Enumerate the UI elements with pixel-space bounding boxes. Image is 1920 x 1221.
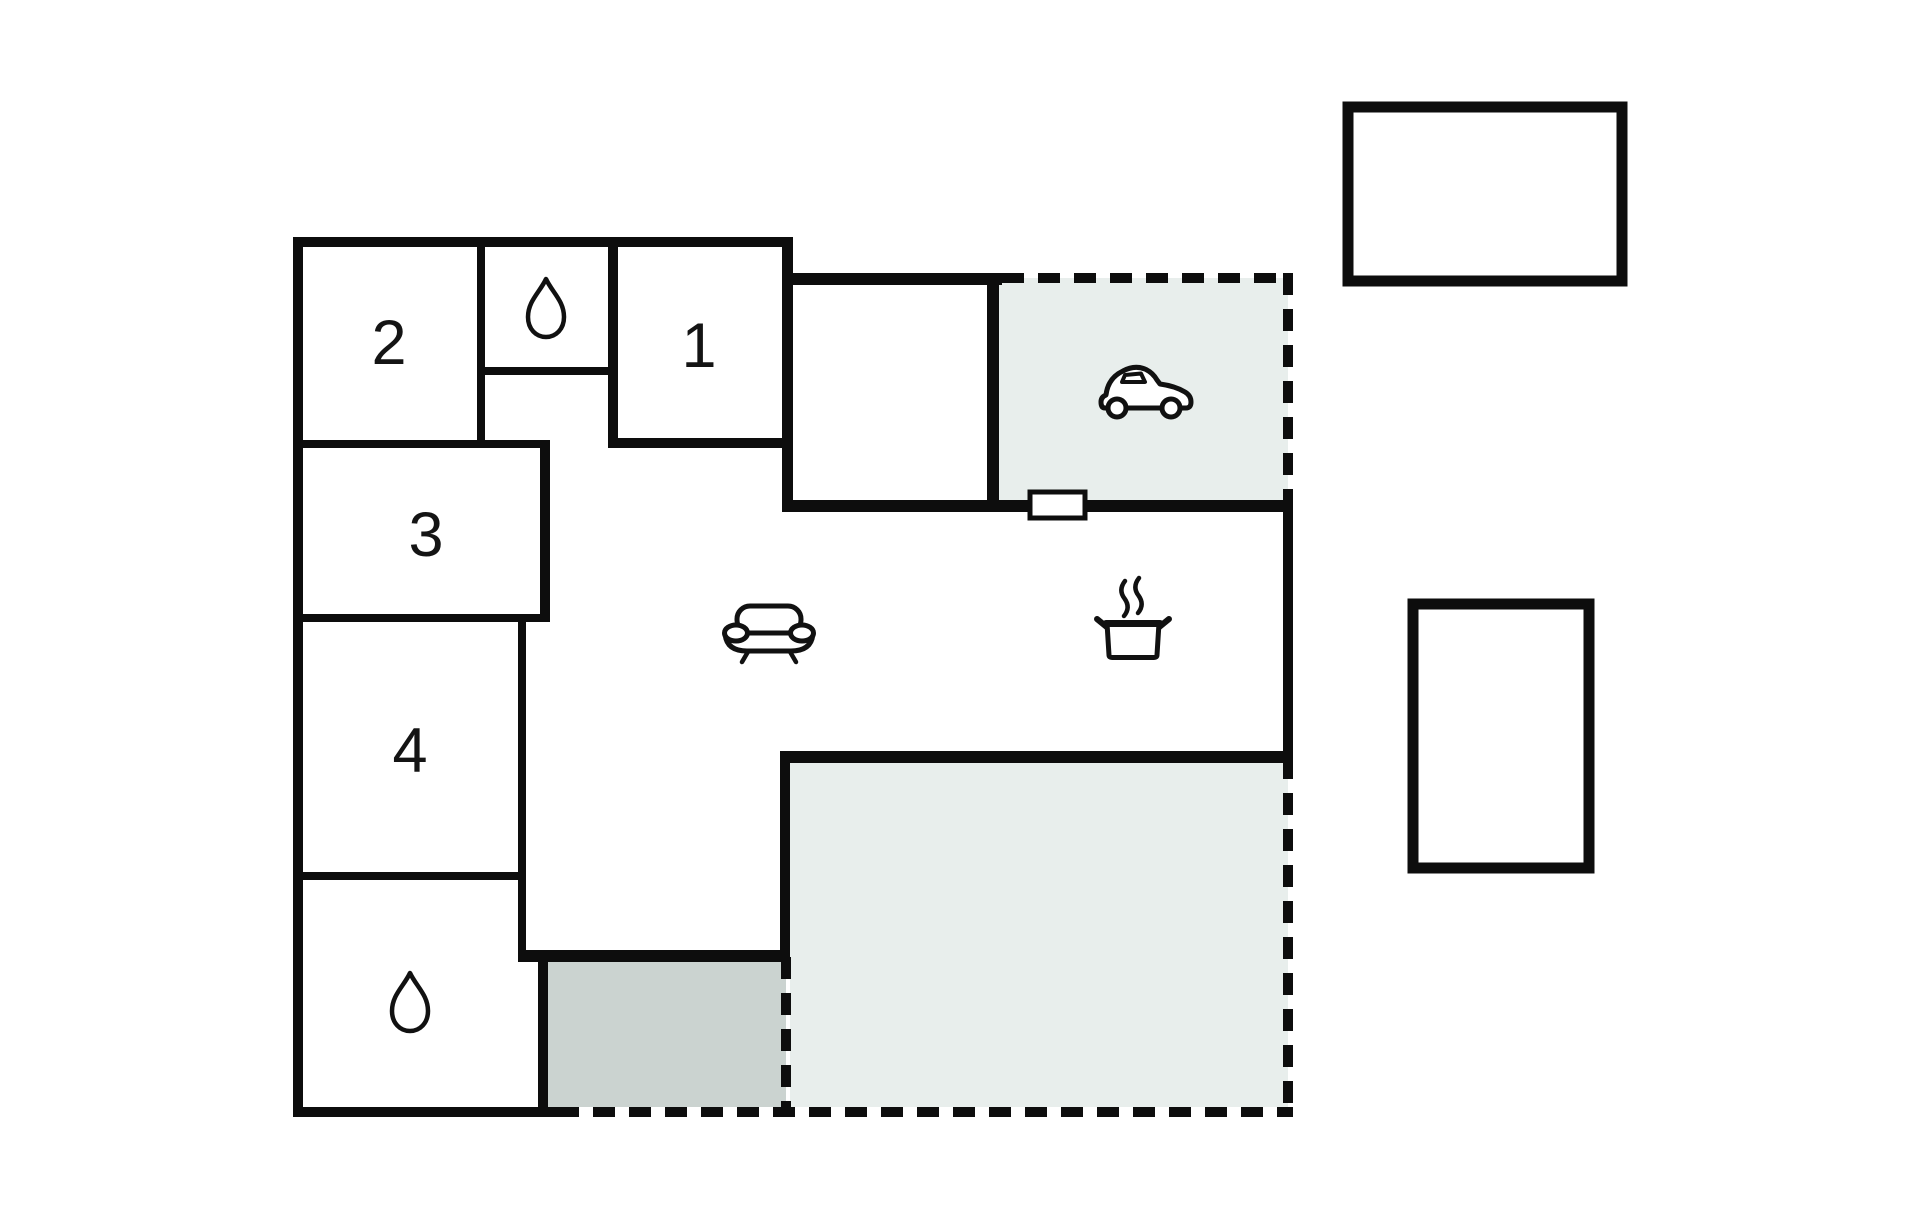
- water-drop-icon: [389, 970, 431, 1034]
- sofa-armrest: [788, 622, 816, 644]
- wall-carport-left: [987, 277, 999, 512]
- water-drop-shape: [525, 276, 567, 340]
- dashed-boundaries: [557, 273, 1293, 1117]
- door-threshold: [1027, 489, 1088, 521]
- room-3-label: 3: [408, 500, 443, 570]
- wall-kitchen-right: [1283, 500, 1293, 763]
- car-window: [1120, 371, 1147, 384]
- wall-kitchen-bottom: [780, 751, 1293, 763]
- walls: [293, 237, 1293, 1117]
- sofa-armrest: [722, 622, 750, 644]
- car-wheel: [1105, 396, 1129, 420]
- car-icon: [1098, 364, 1194, 420]
- sofa-icon: [722, 603, 816, 665]
- room-4-label: 4: [392, 716, 427, 786]
- wall-living-bottom: [518, 950, 790, 962]
- wall-hall-top: [782, 273, 1002, 285]
- pot-body: [1104, 620, 1162, 660]
- wall-outer-left: [293, 237, 303, 1117]
- wall-outer-bottom: [293, 1107, 557, 1117]
- wall-bathroom-top-bottom: [480, 367, 618, 375]
- wall-room4-bottom: [302, 872, 518, 880]
- wall-room1-bottom: [608, 438, 792, 448]
- car-wheel: [1159, 396, 1183, 420]
- wall-room1-left: [608, 247, 618, 447]
- outbuilding-bottom: [1407, 598, 1595, 874]
- steam-line: [1119, 578, 1130, 619]
- wall-bathroom-bottom-right: [538, 950, 548, 1117]
- wall-room3-right: [540, 443, 550, 622]
- wall-hall-left: [782, 237, 793, 512]
- terrace-area: [790, 757, 1288, 1107]
- wall-outer-top: [293, 237, 793, 247]
- water-drop-shape: [389, 970, 431, 1034]
- wall-room3-bottom: [302, 614, 550, 622]
- wall-room2-room3-divider: [302, 440, 550, 448]
- water-drop-icon: [525, 276, 567, 340]
- room-1-label: 1: [681, 311, 716, 381]
- sofa-back: [734, 603, 804, 636]
- wall-terrace-left: [780, 751, 790, 958]
- room-2-label: 2: [371, 308, 406, 378]
- shaded-areas: [548, 278, 1288, 1107]
- cooking-pot-icon: [1094, 575, 1172, 660]
- wall-room4-right: [518, 622, 526, 956]
- steam-line: [1133, 575, 1144, 616]
- patio-dark-area: [548, 957, 786, 1107]
- wall-room2-right: [477, 247, 485, 443]
- outbuilding-top: [1342, 101, 1628, 287]
